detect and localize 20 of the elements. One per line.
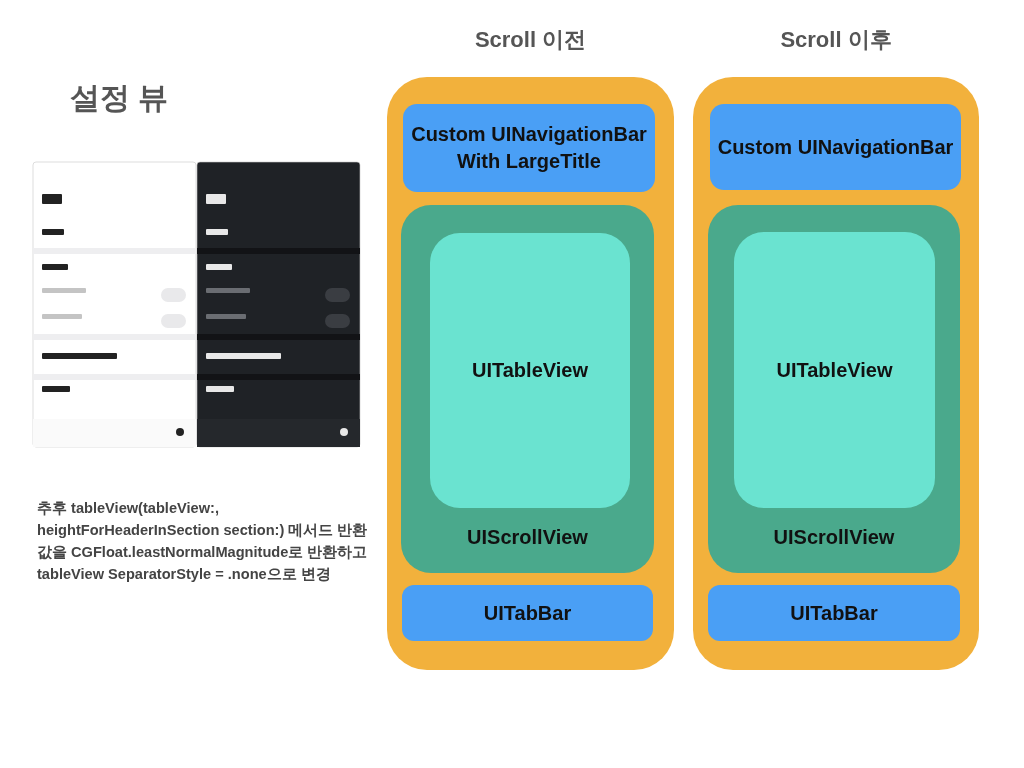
view-label: UITabBar (482, 600, 573, 626)
scroll-view-box (708, 205, 960, 573)
view-label: UITableView (471, 358, 589, 383)
column-heading: Scroll 이후 (779, 26, 893, 54)
navigation-bar-box (403, 104, 655, 192)
view-label: Custom UINavigationBar With LargeTitle (410, 122, 648, 174)
tab-bar-box (708, 585, 960, 641)
column-heading: Scroll 이전 (473, 26, 588, 54)
view-label: UITableView (775, 357, 894, 383)
table-view-box (734, 232, 935, 508)
note-text: 추후 tableView(tableView:, heightForHeaderInSection section:) 메서드 반환값을 CGFloat.leastNormalMagnitude로 반환하고 tableView SeparatorStyle = .none으로 변경 (37, 499, 369, 584)
view-title: 설정 뷰 (70, 80, 169, 116)
navigation-bar-box (710, 104, 961, 190)
view-label: UIScrollView (772, 525, 896, 550)
view-label: UITabBar (789, 600, 879, 626)
scroll-view-box (401, 205, 654, 573)
view-label: Custom UINavigationBar (716, 134, 955, 160)
tab-bar-box (402, 585, 653, 641)
view-label: UIScrollView (466, 525, 589, 550)
table-view-box (430, 233, 630, 508)
